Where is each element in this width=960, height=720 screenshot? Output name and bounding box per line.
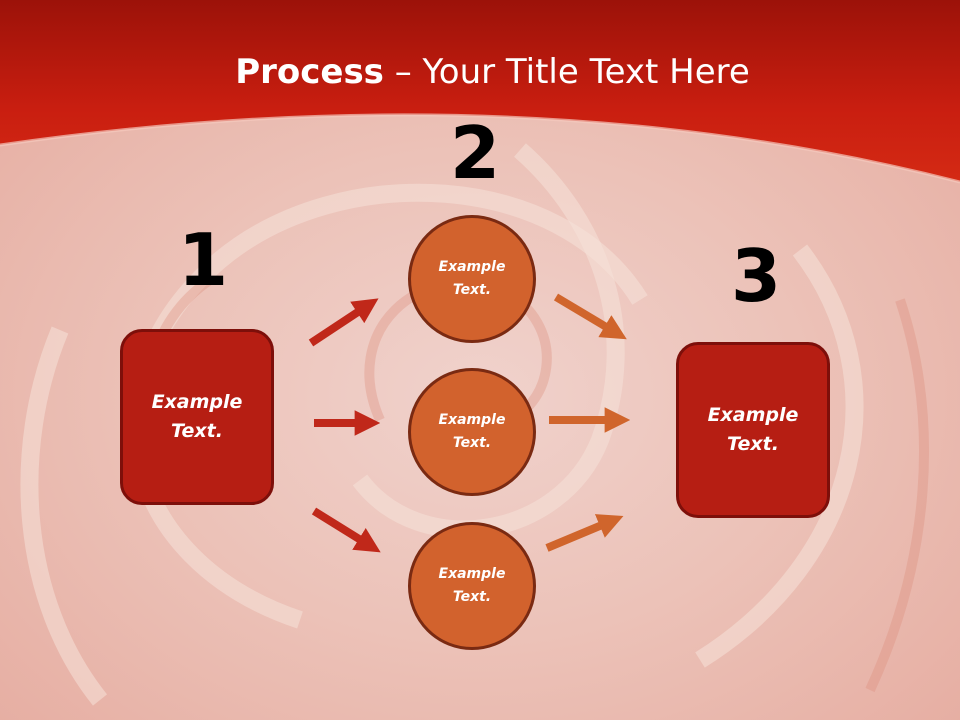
step-number-1: 1 [178, 218, 229, 302]
step-2-circle-middle-text: Example Text. [438, 412, 506, 451]
arrow-1-to-bottom [311, 507, 381, 553]
arrow-bottom-to-3 [545, 514, 624, 552]
step-number-3: 3 [731, 234, 782, 318]
step-number-2: 2 [450, 111, 501, 195]
step-2-circle-middle: Example Text. [408, 368, 536, 496]
step-2-circle-top: Example Text. [408, 215, 536, 343]
arrow-top-to-3 [553, 293, 627, 340]
step-1-text: Example Text. [151, 391, 243, 442]
title-bold: Process [235, 52, 384, 92]
step-3-box: Example Text. [676, 342, 830, 518]
slide-title: Process – Your Title Text Here [0, 52, 960, 92]
step-3-text: Example Text. [707, 404, 799, 455]
step-2-circle-bottom: Example Text. [408, 522, 536, 650]
title-rest: – Your Title Text Here [383, 52, 750, 92]
step-2-circle-bottom-text: Example Text. [438, 566, 506, 605]
step-1-box: Example Text. [120, 329, 274, 505]
arrow-1-to-top [308, 298, 379, 347]
step-2-circle-top-text: Example Text. [438, 259, 506, 298]
